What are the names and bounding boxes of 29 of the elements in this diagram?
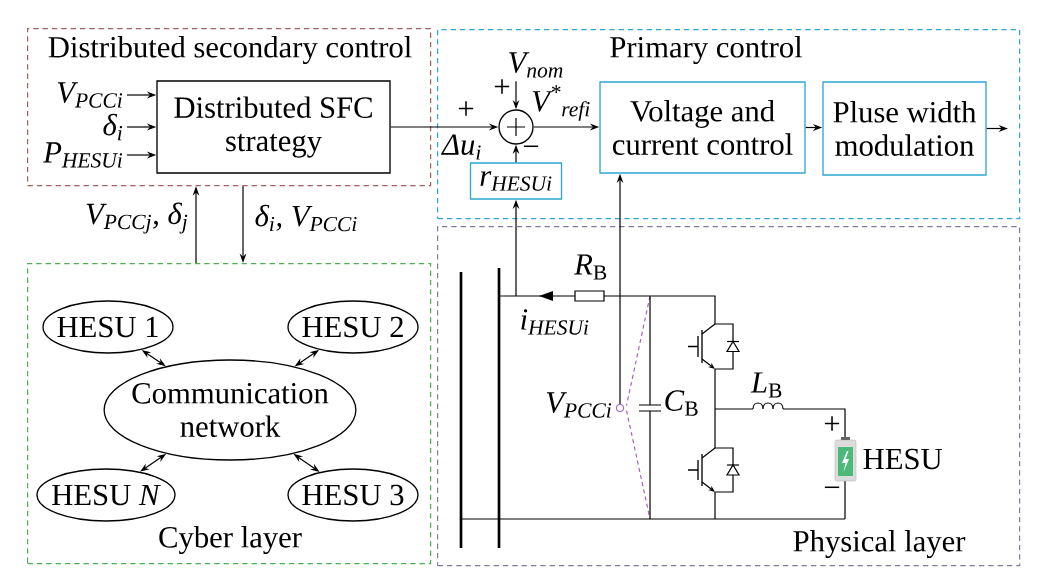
ellipse-node: HESU N [36, 468, 176, 522]
summing-junction [498, 109, 534, 145]
edge-label: Δu$_{i}$ [441, 134, 481, 160]
sign-label: + [494, 79, 510, 94]
ellipse-node: HESU 1 [42, 300, 174, 354]
voltage-label: V$_{PCCi}$ [546, 392, 612, 418]
component-label: R$_{B}$ [574, 254, 607, 280]
process-box: Voltage and current control [599, 81, 806, 174]
edge-label: V$_{PCCj}$, δ$_{j}$ [86, 202, 188, 234]
component-label: C$_{B}$ [665, 390, 698, 416]
component-label: L$_{B}$ [750, 372, 782, 398]
sign-label: − [523, 145, 539, 148]
sign-label: − [824, 486, 840, 489]
input-label: δ$_{i}$ [103, 113, 123, 141]
component-label: HESU [863, 448, 943, 470]
input-label: V$_{PCCi}$ [57, 82, 123, 108]
input-label: V$_{nom}$ [509, 52, 563, 78]
edge-label: δ$_{i}$, V$_{PCCi}$ [255, 204, 357, 232]
edge-label: V$^{*}$refi [532, 85, 590, 121]
ellipse-node: HESU 2 [287, 300, 419, 354]
input-label: P$_{HESUi}$ [43, 142, 123, 168]
gain-box: r$_{HESUi}$ [469, 162, 563, 200]
ellipse-node: HESU 3 [287, 468, 419, 522]
sign-label: + [458, 101, 474, 116]
ellipse-node: Communication network [103, 359, 357, 461]
process-box: Distributed SFC strategy [156, 80, 391, 174]
current-label: i$_{HESUi}$ [521, 309, 589, 335]
process-box: Pluse width modulation [822, 81, 987, 176]
sign-label: + [824, 416, 840, 431]
